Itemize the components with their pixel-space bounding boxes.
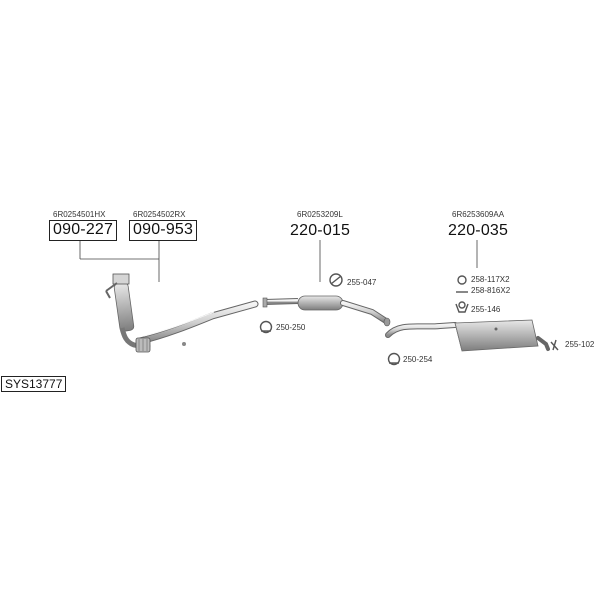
part-number[interactable]: 090-227	[49, 220, 118, 241]
part-number[interactable]: 220-015	[290, 222, 351, 239]
leader-lines	[79, 239, 478, 282]
oe-number: 6R0254501HX	[53, 210, 106, 219]
accessory-code[interactable]: 255-102	[565, 340, 595, 349]
clamp-icon	[259, 320, 273, 334]
accessory-code[interactable]: 255-047	[347, 278, 377, 287]
hanger-icon	[550, 339, 559, 351]
middle-silencer	[262, 295, 391, 327]
accessory-code[interactable]: 250-254	[403, 355, 433, 364]
accessory-code[interactable]: 250-250	[276, 323, 306, 332]
clamp-icon	[387, 352, 401, 366]
accessory-code[interactable]: 258-117X2	[471, 275, 510, 284]
part-number[interactable]: 090-953	[129, 220, 198, 241]
system-code: SYS13777	[1, 376, 67, 392]
oe-number: 6R6253609AA	[452, 210, 505, 219]
oe-number: 6R0253209L	[297, 210, 343, 219]
accessory-code[interactable]: 255-146	[471, 305, 501, 314]
rear-silencer	[385, 319, 550, 352]
front-pipe-catalyst	[105, 273, 259, 353]
part-number[interactable]: 220-035	[448, 222, 509, 239]
rubber-mount-icon	[455, 301, 469, 313]
accessory-code[interactable]: 258-816X2	[471, 286, 511, 295]
clamp-icon	[329, 273, 343, 287]
oe-number: 6R0254502RX	[133, 210, 186, 219]
gasket-icon	[456, 275, 468, 293]
